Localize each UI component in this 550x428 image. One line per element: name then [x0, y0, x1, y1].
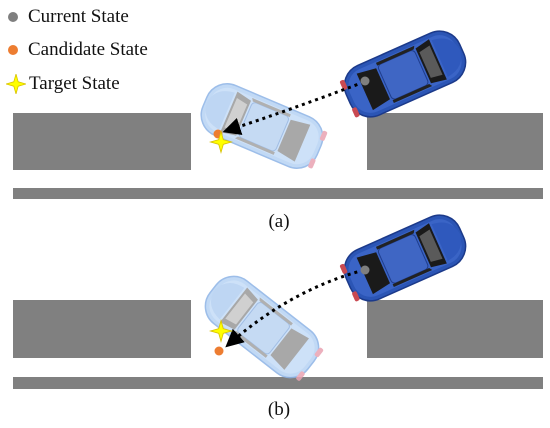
road-line-b [13, 377, 543, 389]
legend-label-candidate-state: Candidate State [28, 39, 148, 60]
legend-item-candidate-state: Candidate State [6, 37, 148, 63]
candidate-car-b [195, 266, 330, 388]
curb-right-b [367, 300, 543, 358]
legend-label-current-state: Current State [28, 6, 129, 27]
caption-a: (a) [268, 211, 290, 232]
yellow-star-icon [4, 72, 28, 96]
legend-label-target-state: Target State [29, 73, 120, 94]
legend-item-current-state: Current State [6, 4, 129, 30]
caption-b: (b) [267, 399, 291, 420]
road-line-a [13, 188, 543, 199]
orange-dot-icon [6, 43, 20, 57]
current-state-point-a [360, 76, 370, 86]
current-car-a [335, 23, 474, 126]
candidate-car-a [193, 76, 332, 177]
candidate-state-point-b [214, 346, 224, 356]
panel-b [13, 207, 543, 389]
panel-a [13, 23, 543, 199]
curb-right-a [367, 113, 543, 170]
legend-item-target-state: Target State [4, 71, 120, 97]
current-state-point-b [360, 265, 370, 275]
curb-left-b [13, 300, 191, 358]
gray-dot-icon [6, 10, 20, 24]
current-car-b [335, 207, 474, 310]
curb-left-a [13, 113, 191, 170]
